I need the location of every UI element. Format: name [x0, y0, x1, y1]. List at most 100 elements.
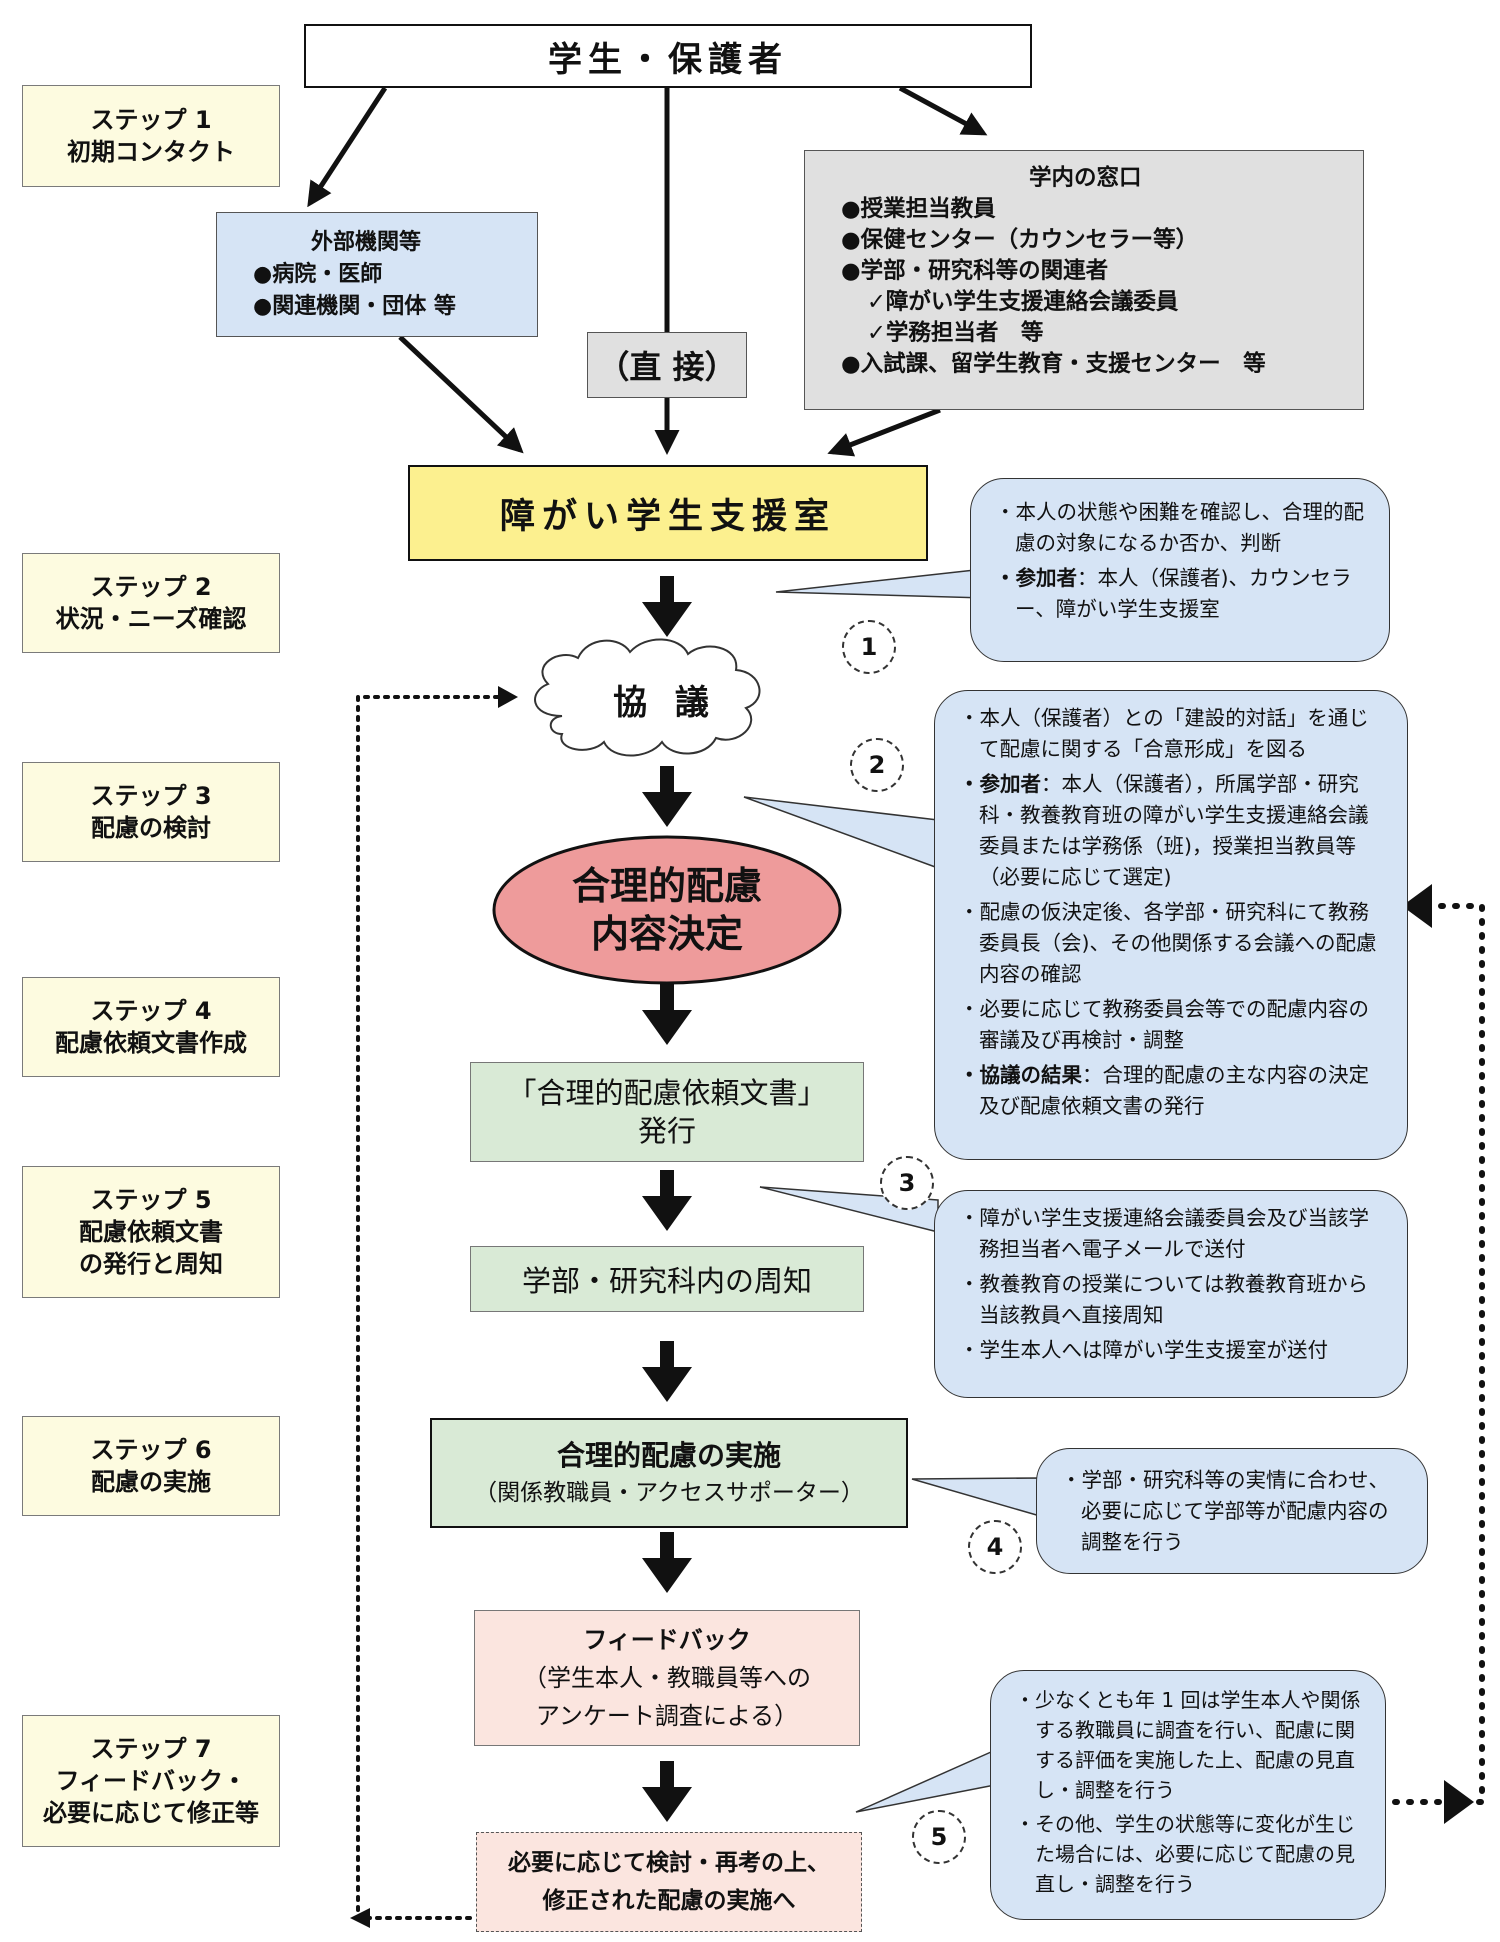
step-6-desc: 配慮の実施	[91, 1468, 211, 1496]
down-arrow-1	[642, 576, 692, 637]
bubble5-item-1: ・少なくとも年 1 回は学生本人や関係する教職員に調査を行い、配慮に関する評価を…	[1015, 1688, 1361, 1802]
step-7-box: ステップ 7 フィードバック・ 必要に応じて修正等	[22, 1715, 280, 1847]
dotted-arrow-head-kyogi	[498, 686, 518, 708]
bubble1-tail	[775, 569, 987, 599]
arrow-campus-to-office	[827, 407, 941, 457]
external-item-hospital: ●病院・医師	[253, 262, 383, 287]
step-7-desc-2: 必要に応じて修正等	[43, 1799, 259, 1827]
campus-item-teachers: ●授業担当教員	[841, 196, 996, 222]
down-arrow-3	[642, 984, 692, 1045]
student-guardian-label: 学生・保護者	[548, 39, 788, 80]
bubble1-item-2: ・参加者：本人（保護者)、カウンセラー、障がい学生支援室	[995, 566, 1352, 621]
feedback-sub-2: アンケート調査による）	[535, 1702, 799, 1730]
implementation-title: 合理的配慮の実施	[556, 1439, 781, 1472]
faculty-notice-box: 学部・研究科内の周知	[470, 1246, 864, 1312]
circle-label-5: 5	[912, 1810, 966, 1864]
bubble3-item-2: ・教養教育の授業については教養教育班から当該教員へ直接周知	[959, 1272, 1368, 1327]
campus-item-health-center: ●保健センター（カウンセラー等）	[841, 227, 1199, 253]
step-5-desc: 配慮依頼文書	[79, 1218, 223, 1246]
support-office-label: 障がい学生支援室	[499, 496, 836, 537]
revise-line-1: 必要に応じて検討・再考の上、	[508, 1850, 830, 1876]
campus-title: 学内の窓口	[1029, 165, 1142, 191]
request-document-box: 「合理的配慮依頼文書」 発行	[470, 1062, 864, 1162]
bubble4-tail	[911, 1477, 1041, 1517]
revise-line-2: 修正された配慮の実施へ	[542, 1888, 796, 1914]
callout-bubble-1: ・本人の状態や困難を確認し、合理的配慮の対象になるか否か、判断 ・参加者：本人（…	[970, 478, 1390, 662]
step-6-title: ステップ 6	[90, 1436, 212, 1464]
feedback-sub-1: （学生本人・教職員等への	[523, 1664, 811, 1692]
down-arrow-5	[642, 1341, 692, 1402]
bubble2-item-3: ・配慮の仮決定後、各学部・研究科にて教務委員長（会)、その他関係する会議への配慮…	[959, 900, 1377, 986]
circle-label-2: 2	[850, 738, 904, 792]
bubble1-item-1: ・本人の状態や困難を確認し、合理的配慮の対象になるか否か、判断	[995, 500, 1364, 555]
callout-bubble-2: ・本人（保護者）との「建設的対話」を通じて配慮に関する「合意形成」を図る ・参加…	[934, 690, 1408, 1160]
dotted-loop-right	[1392, 903, 1485, 1805]
dotted-arrow-head-bubble2	[1402, 884, 1432, 928]
bubble5-tail	[855, 1746, 1001, 1813]
callout-bubble-4: ・学部・研究科等の実情に合わせ、必要に応じて学部等が配慮内容の調整を行う	[1036, 1448, 1428, 1574]
bubble4-item-1: ・学部・研究科等の実情に合わせ、必要に応じて学部等が配慮内容の調整を行う	[1061, 1468, 1389, 1554]
faculty-notice-label: 学部・研究科内の周知	[521, 1264, 812, 1298]
dotted-arrow-head-bubble5	[1444, 1780, 1474, 1824]
step-1-title: ステップ 1	[90, 106, 212, 134]
down-arrow-7	[642, 1761, 692, 1822]
step-4-desc: 配慮依頼文書作成	[55, 1029, 247, 1057]
dotted-loop-left	[356, 695, 500, 1920]
bubble2-item-1: ・本人（保護者）との「建設的対話」を通じて配慮に関する「合意形成」を図る	[959, 706, 1369, 761]
step-5-desc-2: の発行と周知	[79, 1250, 223, 1278]
direct-box: （直 接）	[587, 332, 747, 398]
decision-label: 合理的配慮 内容決定	[500, 850, 834, 970]
decision-line-2: 内容決定	[590, 912, 743, 956]
step-1-box: ステップ 1 初期コンタクト	[22, 85, 280, 187]
arrow-top-to-campus	[898, 85, 988, 136]
step-4-box: ステップ 4 配慮依頼文書作成	[22, 977, 280, 1077]
document-line-1: 「合理的配慮依頼文書」	[507, 1076, 827, 1110]
step-2-box: ステップ 2 状況・ニーズ確認	[22, 553, 280, 653]
circle-label-4: 4	[968, 1520, 1022, 1574]
bubble2-item-2: ・参加者：本人（保護者），所属学部・研究科・教養教育班の障がい学生支援連絡会議委…	[959, 772, 1369, 889]
bubble5-item-2: ・その他、学生の状態等に変化が生じた場合には、必要に応じて配慮の見直し・調整を行…	[1015, 1812, 1355, 1896]
step-2-desc: 状況・ニーズ確認	[55, 605, 247, 633]
kyogi-cloud	[534, 638, 761, 757]
step-5-title: ステップ 5	[90, 1186, 212, 1214]
external-item-agencies: ●関連機関・団体 等	[253, 294, 456, 319]
external-title: 外部機関等	[311, 230, 422, 255]
dotted-arrow-head-left	[350, 1908, 370, 1928]
step-3-box: ステップ 3 配慮の検討	[22, 762, 280, 862]
step-3-desc: 配慮の検討	[91, 814, 211, 842]
implementation-box: 合理的配慮の実施 （関係教職員・アクセスサポーター）	[430, 1418, 908, 1528]
circle-label-1: 1	[842, 620, 896, 674]
step-7-desc: フィードバック・	[55, 1767, 247, 1795]
down-arrow-4	[642, 1170, 692, 1231]
arrow-top-to-external	[307, 86, 388, 208]
decision-line-1: 合理的配慮	[571, 864, 762, 908]
document-line-2: 発行	[637, 1114, 696, 1148]
step-4-title: ステップ 4	[90, 997, 212, 1025]
revise-box: 必要に応じて検討・再考の上、 修正された配慮の実施へ	[476, 1832, 862, 1932]
bubble2-item-5: ・協議の結果：合理的配慮の主な内容の決定及び配慮依頼文書の発行	[959, 1063, 1369, 1118]
step-3-title: ステップ 3	[90, 782, 212, 810]
implementation-subtitle: （関係教職員・アクセスサポーター）	[474, 1480, 864, 1506]
direct-label: （直 接）	[597, 348, 737, 386]
student-guardian-box: 学生・保護者	[304, 24, 1032, 88]
step-5-box: ステップ 5 配慮依頼文書 の発行と周知	[22, 1166, 280, 1298]
step-1-desc: 初期コンタクト	[67, 138, 235, 166]
feedback-title: フィードバック	[583, 1626, 751, 1654]
bubble3-item-3: ・学生本人へは障がい学生支援室が送付	[959, 1338, 1328, 1362]
decision-ellipse	[492, 835, 842, 985]
support-office-box: 障がい学生支援室	[408, 465, 928, 561]
down-arrow-2	[642, 766, 692, 827]
circle-label-3: 3	[880, 1156, 934, 1210]
feedback-box: フィードバック （学生本人・教職員等への アンケート調査による）	[474, 1610, 860, 1746]
bubble2-item-4: ・必要に応じて教務委員会等での配慮内容の審議及び再検討・調整	[959, 997, 1369, 1052]
callout-bubble-3: ・障がい学生支援連絡会議委員会及び当該学務担当者へ電子メールで送付 ・教養教育の…	[934, 1190, 1408, 1398]
down-arrow-6	[642, 1532, 692, 1593]
arrow-external-to-office	[398, 335, 524, 454]
campus-box: 学内の窓口 ●授業担当教員 ●保健センター（カウンセラー等） ●学部・研究科等の…	[804, 150, 1364, 410]
callout-bubble-5: ・少なくとも年 1 回は学生本人や関係する教職員に調査を行い、配慮に関する評価を…	[990, 1670, 1386, 1920]
external-box: 外部機関等 ●病院・医師 ●関連機関・団体 等	[216, 212, 538, 337]
step-7-title: ステップ 7	[90, 1735, 212, 1763]
campus-item-admissions: ●入試課、留学生教育・支援センター 等	[841, 351, 1266, 377]
step-6-box: ステップ 6 配慮の実施	[22, 1416, 280, 1516]
